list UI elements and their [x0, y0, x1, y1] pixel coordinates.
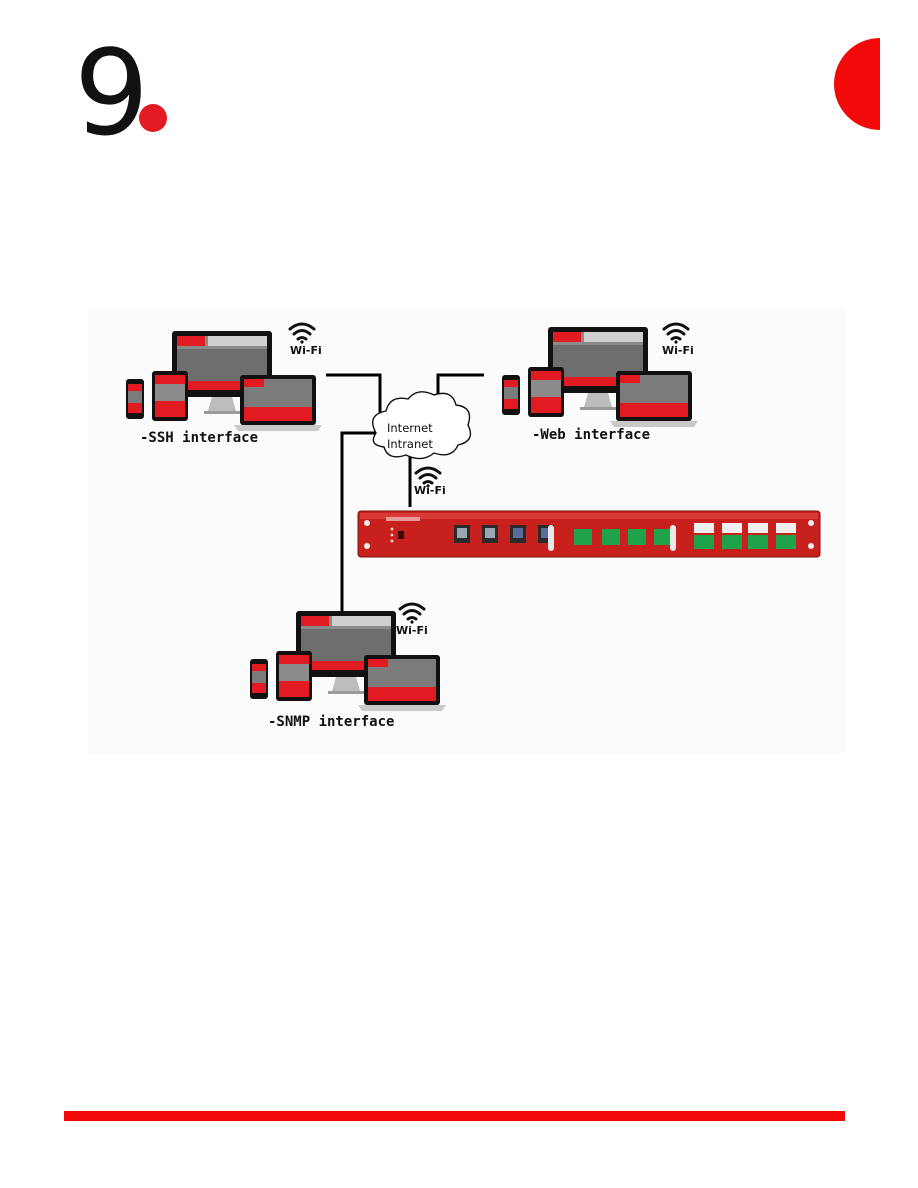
phone-icon — [502, 375, 520, 415]
cloud-label-intranet: Intranet — [387, 437, 433, 451]
rack-mount-device — [357, 510, 821, 558]
device-wifi-icon — [414, 466, 442, 488]
relay-connectors — [694, 523, 796, 549]
wifi-icon — [662, 322, 690, 344]
wifi-label: Wi-Fi — [396, 624, 428, 637]
wifi-icon — [398, 602, 426, 624]
phone-icon — [250, 659, 268, 699]
footer-rule — [64, 1111, 845, 1121]
corner-half-circle — [834, 38, 880, 130]
wifi-label: Wi-Fi — [662, 344, 694, 357]
phone-icon — [126, 379, 144, 419]
logo-numeral: 9 — [74, 38, 149, 138]
terminal-blocks-green — [574, 529, 672, 545]
snmp-interface-label: -SNMP interface — [268, 714, 394, 730]
wifi-label: Wi-Fi — [290, 344, 322, 357]
ssh-interface-label: -SSH interface — [140, 430, 258, 446]
device-wifi-label: Wi-Fi — [414, 484, 446, 497]
tablet-icon — [276, 651, 312, 701]
internet-intranet-cloud: Internet Intranet — [372, 391, 472, 460]
laptop-icon — [358, 655, 446, 711]
ethernet-ports — [454, 525, 554, 543]
web-interface-label: -Web interface — [532, 427, 650, 443]
tablet-icon — [528, 367, 564, 417]
web-client-group: Wi-Fi — [502, 322, 698, 427]
ssh-client-group: Wi-Fi — [126, 322, 322, 431]
laptop-icon — [234, 375, 322, 431]
cloud-label-internet: Internet — [387, 421, 433, 435]
logo-dot — [139, 104, 167, 132]
laptop-icon — [610, 371, 698, 427]
connection-lines — [326, 373, 484, 611]
tablet-icon — [152, 371, 188, 421]
snmp-client-group: Wi-Fi — [250, 602, 446, 711]
company-logo: 9 — [74, 38, 167, 138]
network-diagram: Wi-Fi -SSH interface — [88, 309, 846, 753]
wifi-icon — [288, 322, 316, 344]
